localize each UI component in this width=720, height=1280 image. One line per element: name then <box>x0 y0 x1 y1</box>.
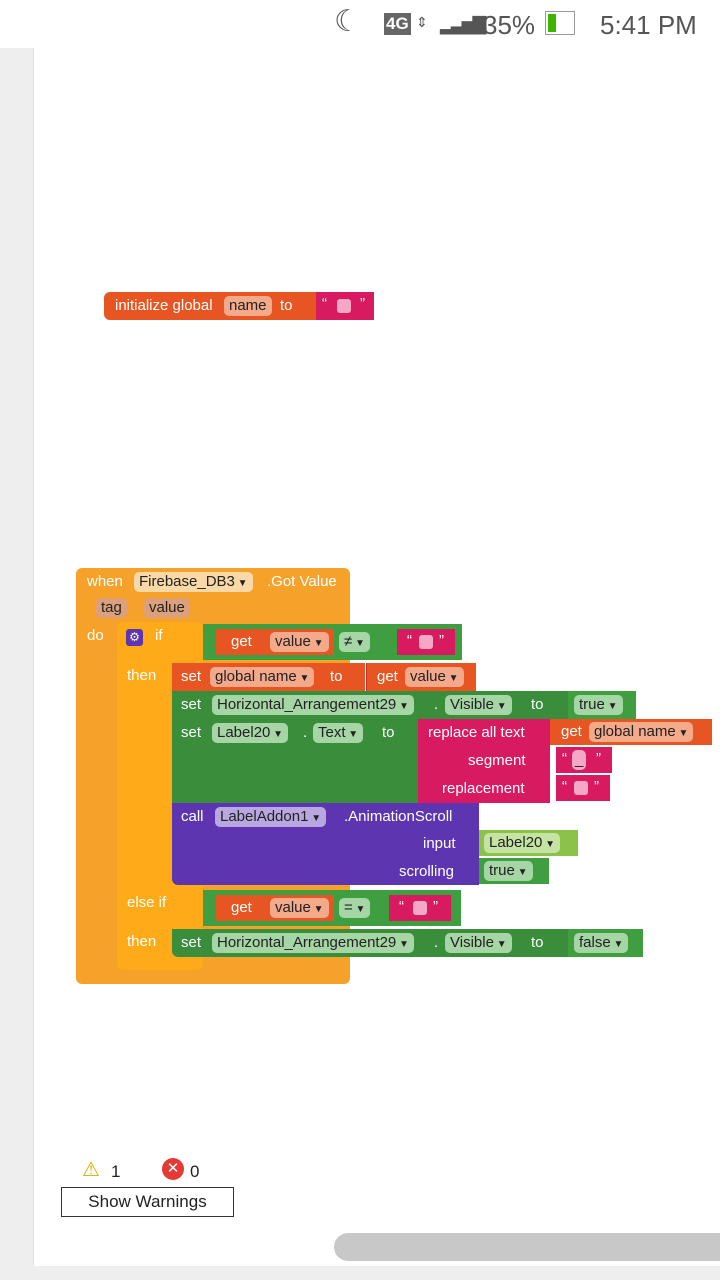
global-var-dropdown[interactable]: global name <box>210 667 315 687</box>
show-warnings-button[interactable]: Show Warnings <box>61 1187 234 1217</box>
bool-dropdown[interactable]: true <box>484 861 533 881</box>
label20-component-block[interactable]: Label20 <box>479 830 578 856</box>
error-count: 0 <box>190 1162 200 1181</box>
call-animation-scroll-block[interactable]: call LabelAddon1 .AnimationScroll input … <box>172 803 479 885</box>
call-label: call <box>181 808 204 825</box>
set-visible-block[interactable]: set Horizontal_Arrangement29 . Visible t… <box>172 691 568 719</box>
get-global-name-block[interactable]: get global name <box>550 719 712 745</box>
component-dropdown[interactable]: LabelAddon1 <box>215 807 327 827</box>
to-label: to <box>382 724 395 741</box>
set-label: set <box>181 934 202 951</box>
get-var-dropdown[interactable]: value <box>270 898 329 918</box>
network-type: 4G <box>384 13 411 35</box>
data-arrows-icon: ⇕ <box>416 14 428 30</box>
property-dropdown[interactable]: Visible <box>445 695 512 715</box>
replace-all-block[interactable]: replace all text segment replacement <box>418 719 550 803</box>
true-block[interactable]: true <box>479 858 549 884</box>
get-label: get <box>231 633 252 650</box>
component-dropdown[interactable]: Horizontal_Arrangement29 <box>212 695 414 715</box>
get-var-dropdown[interactable]: value <box>270 632 329 652</box>
get-label: get <box>231 899 252 916</box>
set-global-block[interactable]: set global name to <box>172 663 365 691</box>
get-value-block[interactable]: get value <box>366 663 476 691</box>
do-label: do <box>87 627 104 644</box>
set-text-block[interactable]: set Label20 . Text to <box>172 719 418 803</box>
component-dropdown[interactable]: Label20 <box>484 833 561 853</box>
dot: . <box>434 696 439 713</box>
input-label: input <box>423 835 456 852</box>
error-icon: ✕ <box>162 1158 184 1180</box>
set-label: set <box>181 724 202 741</box>
segment-label: segment <box>468 752 526 769</box>
bool-dropdown[interactable]: false <box>574 933 629 953</box>
signal-icon: ▂▃▅▇ <box>440 14 486 34</box>
moon-icon: ☾ <box>334 5 361 38</box>
battery-percent: 35% <box>483 10 536 40</box>
false-block[interactable]: false <box>568 929 643 957</box>
get-label: get <box>377 668 398 685</box>
status-bar: ☾ 4G ⇕ ▂▃▅▇ 35% 5:41 PM <box>0 0 720 48</box>
empty-text-block: “” <box>397 629 455 655</box>
true-block[interactable]: true <box>568 691 636 719</box>
property-dropdown[interactable]: Visible <box>445 933 512 953</box>
method-name: .AnimationScroll <box>344 808 453 825</box>
horizontal-scrollbar[interactable] <box>334 1233 720 1261</box>
replacement-label: replacement <box>442 780 525 797</box>
init-label: initialize global <box>115 297 213 314</box>
scrolling-label: scrolling <box>399 863 455 880</box>
dot: . <box>303 724 308 741</box>
get-var-dropdown[interactable]: global name <box>589 722 694 742</box>
component-dropdown[interactable]: Horizontal_Arrangement29 <box>212 933 414 953</box>
init-to: to <box>280 297 293 314</box>
compare-equal-block[interactable]: get value = “” <box>203 890 461 926</box>
property-dropdown[interactable]: Text <box>313 723 364 743</box>
then2-label: then <box>127 933 157 950</box>
operator-dropdown[interactable]: ≠ <box>339 632 370 652</box>
get-label: get <box>561 723 582 740</box>
component-dropdown[interactable]: Firebase_DB3 <box>134 572 253 592</box>
battery-icon <box>545 11 575 35</box>
empty-text-block: “” <box>389 895 451 921</box>
get-var-dropdown[interactable]: value <box>405 667 464 687</box>
segment-text-block[interactable]: “_” <box>556 747 612 773</box>
replace-label: replace all text <box>428 724 525 741</box>
if-label: if <box>155 627 163 644</box>
warning-count: 1 <box>111 1162 121 1181</box>
set-label: set <box>181 696 202 713</box>
segment-value[interactable]: _ <box>572 750 587 770</box>
set-visible-false-block[interactable]: set Horizontal_Arrangement29 . Visible t… <box>172 929 568 957</box>
gear-icon[interactable]: ⚙ <box>126 629 143 646</box>
set-label: set <box>181 668 202 685</box>
to-label: to <box>531 696 544 713</box>
empty-text-block[interactable]: “” <box>316 292 374 320</box>
compare-not-equal-block[interactable]: get value ≠ “” <box>203 624 462 660</box>
param-tag[interactable]: tag <box>96 598 127 618</box>
to-label: to <box>531 934 544 951</box>
component-dropdown[interactable]: Label20 <box>212 723 289 743</box>
bool-dropdown[interactable]: true <box>574 695 623 715</box>
dot: . <box>434 934 439 951</box>
operator-dropdown[interactable]: = <box>339 898 371 918</box>
when-label: when <box>87 573 123 590</box>
then-label: then <box>127 667 157 684</box>
global-name-field[interactable]: name <box>224 296 272 316</box>
initialize-global-block[interactable]: initialize global name to <box>104 292 316 320</box>
warning-icon: ⚠ <box>82 1159 100 1181</box>
empty-text-block[interactable]: “” <box>556 775 610 801</box>
event-name: .Got Value <box>267 573 337 590</box>
to-label: to <box>330 668 343 685</box>
elseif-label: else if <box>127 894 167 911</box>
param-value[interactable]: value <box>144 598 190 618</box>
clock: 5:41 PM <box>600 10 697 40</box>
